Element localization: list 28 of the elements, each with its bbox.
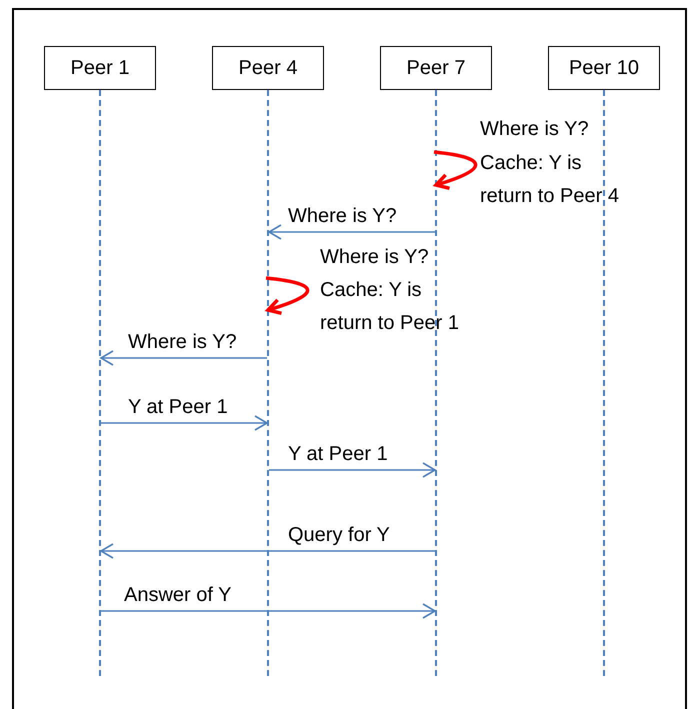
message-arrow [268, 224, 435, 240]
self-arrow [266, 276, 310, 315]
lifeline [267, 90, 269, 676]
participant-box: Peer 4 [212, 46, 324, 90]
participant-box: Peer 1 [44, 46, 156, 90]
self-arrow [434, 150, 478, 190]
participant-box: Peer 7 [380, 46, 492, 90]
note-text: Cache: Y is [480, 151, 582, 176]
message-arrow [100, 543, 435, 559]
lifeline [435, 90, 437, 676]
note-text: return to Peer 4 [480, 184, 619, 209]
edge-label: Where is Y? [128, 330, 237, 354]
note-text: return to Peer 1 [320, 311, 459, 336]
edge-label: Answer of Y [124, 583, 232, 607]
message-arrow [100, 350, 267, 366]
lifeline [603, 90, 605, 676]
note-text: Where is Y? [320, 245, 429, 270]
edge-label: Y at Peer 1 [128, 395, 228, 419]
edge-label: Where is Y? [288, 204, 397, 228]
note-text: Where is Y? [480, 117, 589, 142]
note-text: Cache: Y is [320, 278, 422, 303]
edge-label: Y at Peer 1 [288, 442, 388, 466]
message-arrow [101, 415, 268, 431]
edge-label: Query for Y [288, 523, 390, 547]
message-arrow [269, 462, 436, 478]
lifeline [99, 90, 101, 676]
participant-box: Peer 10 [548, 46, 660, 90]
message-arrow [101, 603, 436, 619]
